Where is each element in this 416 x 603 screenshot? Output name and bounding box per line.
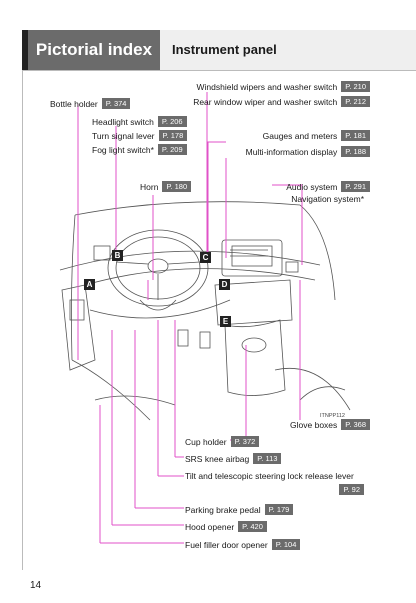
page-number: 14 xyxy=(30,580,42,591)
callout-a: A xyxy=(84,279,95,290)
page-ref: P. 206 xyxy=(157,116,187,127)
label-glove-boxes: Glove boxes P. 368 xyxy=(290,419,370,430)
page-ref: P. 291 xyxy=(341,181,370,192)
page-ref: P. 180 xyxy=(162,181,192,192)
page-ref: P. 188 xyxy=(341,146,370,157)
label-cup-holder: Cup holder P. 372 xyxy=(185,436,260,447)
label-fuel-filler: Fuel filler door opener P. 104 xyxy=(185,539,301,550)
page-ref: P. 420 xyxy=(238,521,267,532)
callout-e: E xyxy=(220,316,231,327)
callout-d: D xyxy=(219,279,230,290)
label-fog-light: Fog light switch* P. 209 xyxy=(92,144,187,155)
label-hood-opener: Hood opener P. 420 xyxy=(185,521,267,532)
label-parking-brake: Parking brake pedal P. 179 xyxy=(185,504,294,515)
label-turn-signal: Turn signal lever P. 178 xyxy=(92,130,188,141)
label-srs-airbag: SRS knee airbag P. 113 xyxy=(185,453,282,464)
label-multi-display: Multi-information display P. 188 xyxy=(246,146,370,157)
page-ref: P. 179 xyxy=(264,504,294,515)
page-ref-tilt-steering: P. 92 xyxy=(339,484,364,495)
page-title: Instrument panel xyxy=(160,30,416,70)
page-ref: P. 92 xyxy=(339,484,364,495)
label-bottle-holder: Bottle holder P. 374 xyxy=(50,98,131,109)
label-tilt-steering: Tilt and telescopic steering lock releas… xyxy=(185,471,354,481)
label-horn: Horn P. 180 xyxy=(140,181,192,192)
callout-c: C xyxy=(200,252,211,263)
page-ref: P. 212 xyxy=(341,96,370,107)
label-rear-wiper: Rear window wiper and washer switch P. 2… xyxy=(193,96,370,107)
label-headlight-switch: Headlight switch P. 206 xyxy=(92,116,187,127)
label-audio-system: Audio system P. 291 xyxy=(286,181,370,192)
page-ref: P. 178 xyxy=(158,130,188,141)
page-ref: P. 104 xyxy=(271,539,301,550)
page-ref: P. 210 xyxy=(341,81,370,92)
page-ref: P. 374 xyxy=(101,98,131,109)
label-gauges: Gauges and meters P. 181 xyxy=(263,130,370,141)
page-ref: P. 368 xyxy=(341,419,370,430)
page-ref: P. 372 xyxy=(230,436,260,447)
label-navigation: Navigation system* xyxy=(291,194,364,204)
page-ref: P. 113 xyxy=(253,453,282,464)
content-frame xyxy=(22,70,416,570)
page-ref: P. 181 xyxy=(341,130,370,141)
section-header: Pictorial index xyxy=(22,30,160,70)
label-windshield-wipers: Windshield wipers and washer switch P. 2… xyxy=(197,81,370,92)
image-code: ITNPP112 xyxy=(320,413,345,419)
callout-b: B xyxy=(112,250,123,261)
leader-lines xyxy=(77,92,303,544)
page-ref: P. 209 xyxy=(157,144,187,155)
